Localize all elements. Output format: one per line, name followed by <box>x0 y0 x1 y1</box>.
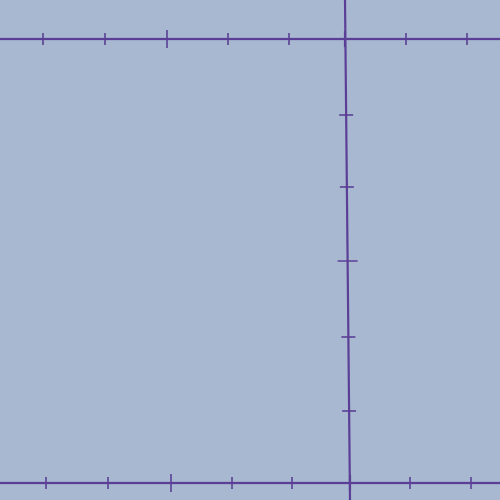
right-axis-line <box>343 0 352 500</box>
